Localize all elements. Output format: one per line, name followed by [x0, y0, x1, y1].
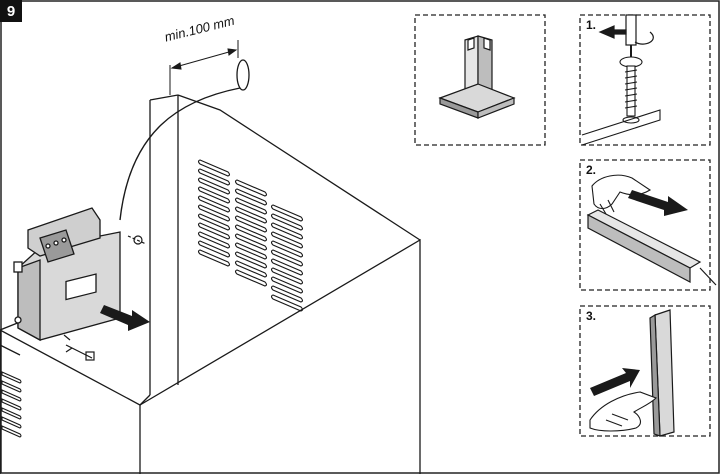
vent-slot: [234, 260, 268, 278]
vent-slot: [197, 186, 231, 204]
hood-panel: [414, 14, 546, 146]
bar-illustration: [649, 309, 675, 437]
vent-slot: [234, 206, 268, 224]
vent-slot: [1, 398, 22, 411]
vent-slot: [1, 425, 22, 438]
vent-slot: [197, 240, 231, 258]
power-cable: [119, 87, 241, 221]
dimension-arrow: [169, 40, 239, 95]
vent-slot: [234, 269, 268, 287]
vent-slot: [270, 285, 304, 303]
vent-slot: [234, 224, 268, 242]
vent-slot: [197, 222, 231, 240]
vent-slot: [270, 249, 304, 267]
screw-icon: [581, 56, 661, 146]
hand-icon: [589, 391, 657, 432]
vent-slot: [1, 380, 22, 393]
screwdriver-icon: [598, 14, 654, 58]
vent-slot: [197, 168, 231, 186]
vent-slot: [197, 249, 231, 267]
sub-step-label-3: 3.: [586, 309, 597, 323]
vent-slot: [234, 233, 268, 251]
vent-slot: [197, 159, 231, 177]
vent-slot: [1, 416, 22, 429]
panel-step-3: [579, 305, 711, 437]
vent-slot: [1, 389, 22, 402]
vent-slot: [197, 231, 231, 249]
vent-slot: [1, 407, 22, 420]
arrow-icon: [590, 368, 640, 396]
step-number-badge: 9: [0, 0, 22, 22]
arrow-icon: [628, 190, 688, 216]
panel-step-2: [579, 159, 711, 291]
vent-slot: [234, 242, 268, 260]
cable-plug-icon: [236, 59, 250, 91]
vent-slot: [234, 179, 268, 197]
panel-step-1: [579, 14, 711, 146]
sub-step-label-2: 2.: [586, 163, 597, 177]
vent-slot: [270, 231, 304, 249]
cooker-hood-icon: [438, 35, 516, 119]
vent-slot: [234, 251, 268, 269]
vent-slot: [270, 294, 304, 312]
vent-slot: [270, 213, 304, 231]
vent-slot: [270, 267, 304, 285]
vent-slot: [234, 188, 268, 206]
vent-slot: [197, 177, 231, 195]
vent-slot: [197, 213, 231, 231]
arrow-icon: [100, 305, 150, 331]
vent-slot: [270, 258, 304, 276]
vent-slot: [270, 204, 304, 222]
vent-slot: [270, 240, 304, 258]
vent-slot: [197, 204, 231, 222]
vent-slot: [197, 195, 231, 213]
cabinet-illustration: [0, 94, 421, 474]
vent-slot: [234, 197, 268, 215]
strip-illustration: [586, 209, 717, 286]
vent-slot: [270, 276, 304, 294]
sub-step-label-1: 1.: [586, 18, 597, 32]
vent-slots: [197, 159, 304, 312]
vent-slot: [1, 371, 22, 384]
control-box: [13, 207, 121, 342]
screw-icon: [63, 235, 147, 361]
vent-slot: [234, 215, 268, 233]
vent-slot: [270, 222, 304, 240]
vent-slots-left: [1, 371, 22, 438]
